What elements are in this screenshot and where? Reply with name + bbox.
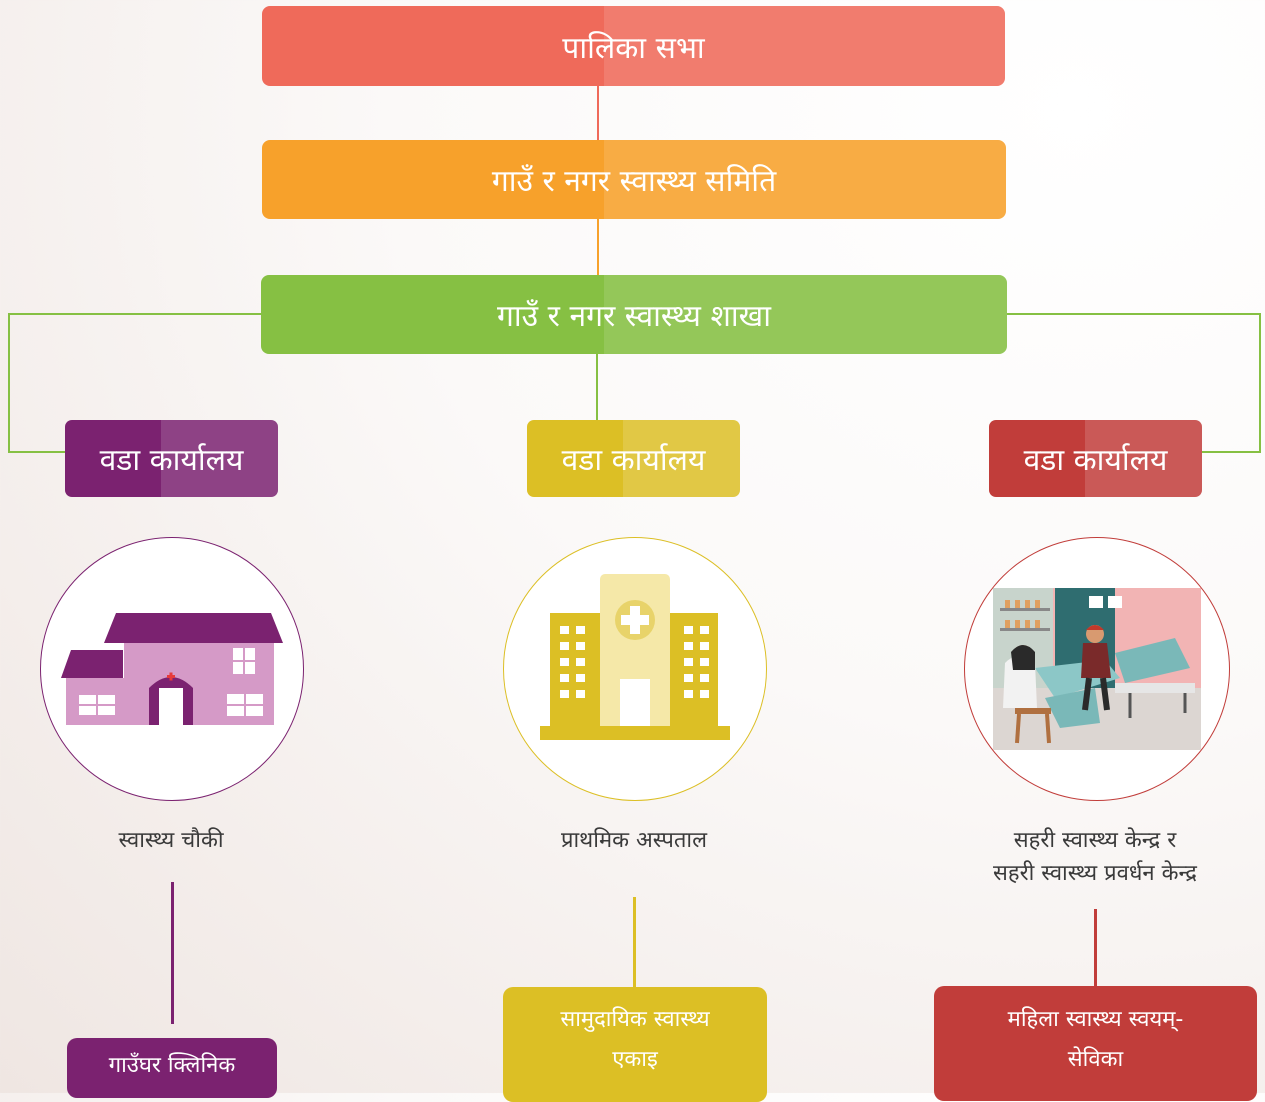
ward-office-box-center: वडा कार्यालय (527, 420, 740, 497)
connector-left-vertical (171, 882, 174, 1024)
community-health-unit-line2: एकाइ (612, 1047, 658, 1072)
connector-center-vertical (633, 897, 636, 987)
health-committee-box: गाउँ र नगर स्वास्थ्य समिति (262, 140, 1006, 219)
connector-section-center (596, 352, 598, 422)
ward-office-box-right: वडा कार्यालय (989, 420, 1202, 497)
urban-health-label: सहरी स्वास्थ्य केन्द्र र सहरी स्वास्थ्य … (920, 824, 1265, 890)
community-health-unit-line1: सामुदायिक स्वास्थ्य (560, 1007, 710, 1032)
health-section-box: गाउँ र नगर स्वास्थ्य शाखा (261, 275, 1007, 354)
ward-office-label: वडा कार्यालय (1023, 443, 1168, 478)
ward-office-label: वडा कार्यालय (99, 443, 244, 478)
hospital-building-icon (540, 574, 730, 740)
palika-sabha-box: पालिका सभा (262, 6, 1005, 86)
fchv-line2: सेविका (1067, 1047, 1124, 1072)
health-post-circle (40, 537, 304, 801)
connector-right-vertical (1094, 909, 1097, 988)
hospital-circle (503, 537, 767, 801)
primary-hospital-label: प्राथमिक अस्पताल (560, 828, 708, 853)
outreach-clinic-box: गाउँघर क्लिनिक (67, 1038, 277, 1098)
palika-sabha-label: पालिका सभा (562, 30, 705, 66)
ward-office-label: वडा कार्यालय (561, 443, 706, 478)
fchv-box: महिला स्वास्थ्य स्वयम्- सेविका (934, 986, 1257, 1101)
health-post-building-icon (61, 613, 283, 725)
health-post-label: स्वास्थ्य चौकी (118, 828, 224, 853)
doctor-patient-clinic-icon (993, 588, 1201, 750)
urban-health-label-line2: सहरी स्वास्थ्य प्रवर्धन केन्द्र (993, 861, 1197, 886)
outreach-clinic-label: गाउँघर क्लिनिक (108, 1053, 236, 1078)
community-health-unit-box: सामुदायिक स्वास्थ्य एकाइ (503, 987, 767, 1102)
connector-committee (597, 218, 599, 276)
fchv-line1: महिला स्वास्थ्य स्वयम्- (1007, 1007, 1184, 1032)
health-section-label: गाउँ र नगर स्वास्थ्य शाखा (497, 299, 771, 334)
ward-office-box-left: वडा कार्यालय (65, 420, 278, 497)
urban-health-label-line1: सहरी स्वास्थ्य केन्द्र र (1013, 828, 1177, 853)
urban-health-circle (964, 537, 1230, 801)
health-committee-label: गाउँ र नगर स्वास्थ्य समिति (491, 164, 777, 199)
connector-top (597, 84, 599, 142)
